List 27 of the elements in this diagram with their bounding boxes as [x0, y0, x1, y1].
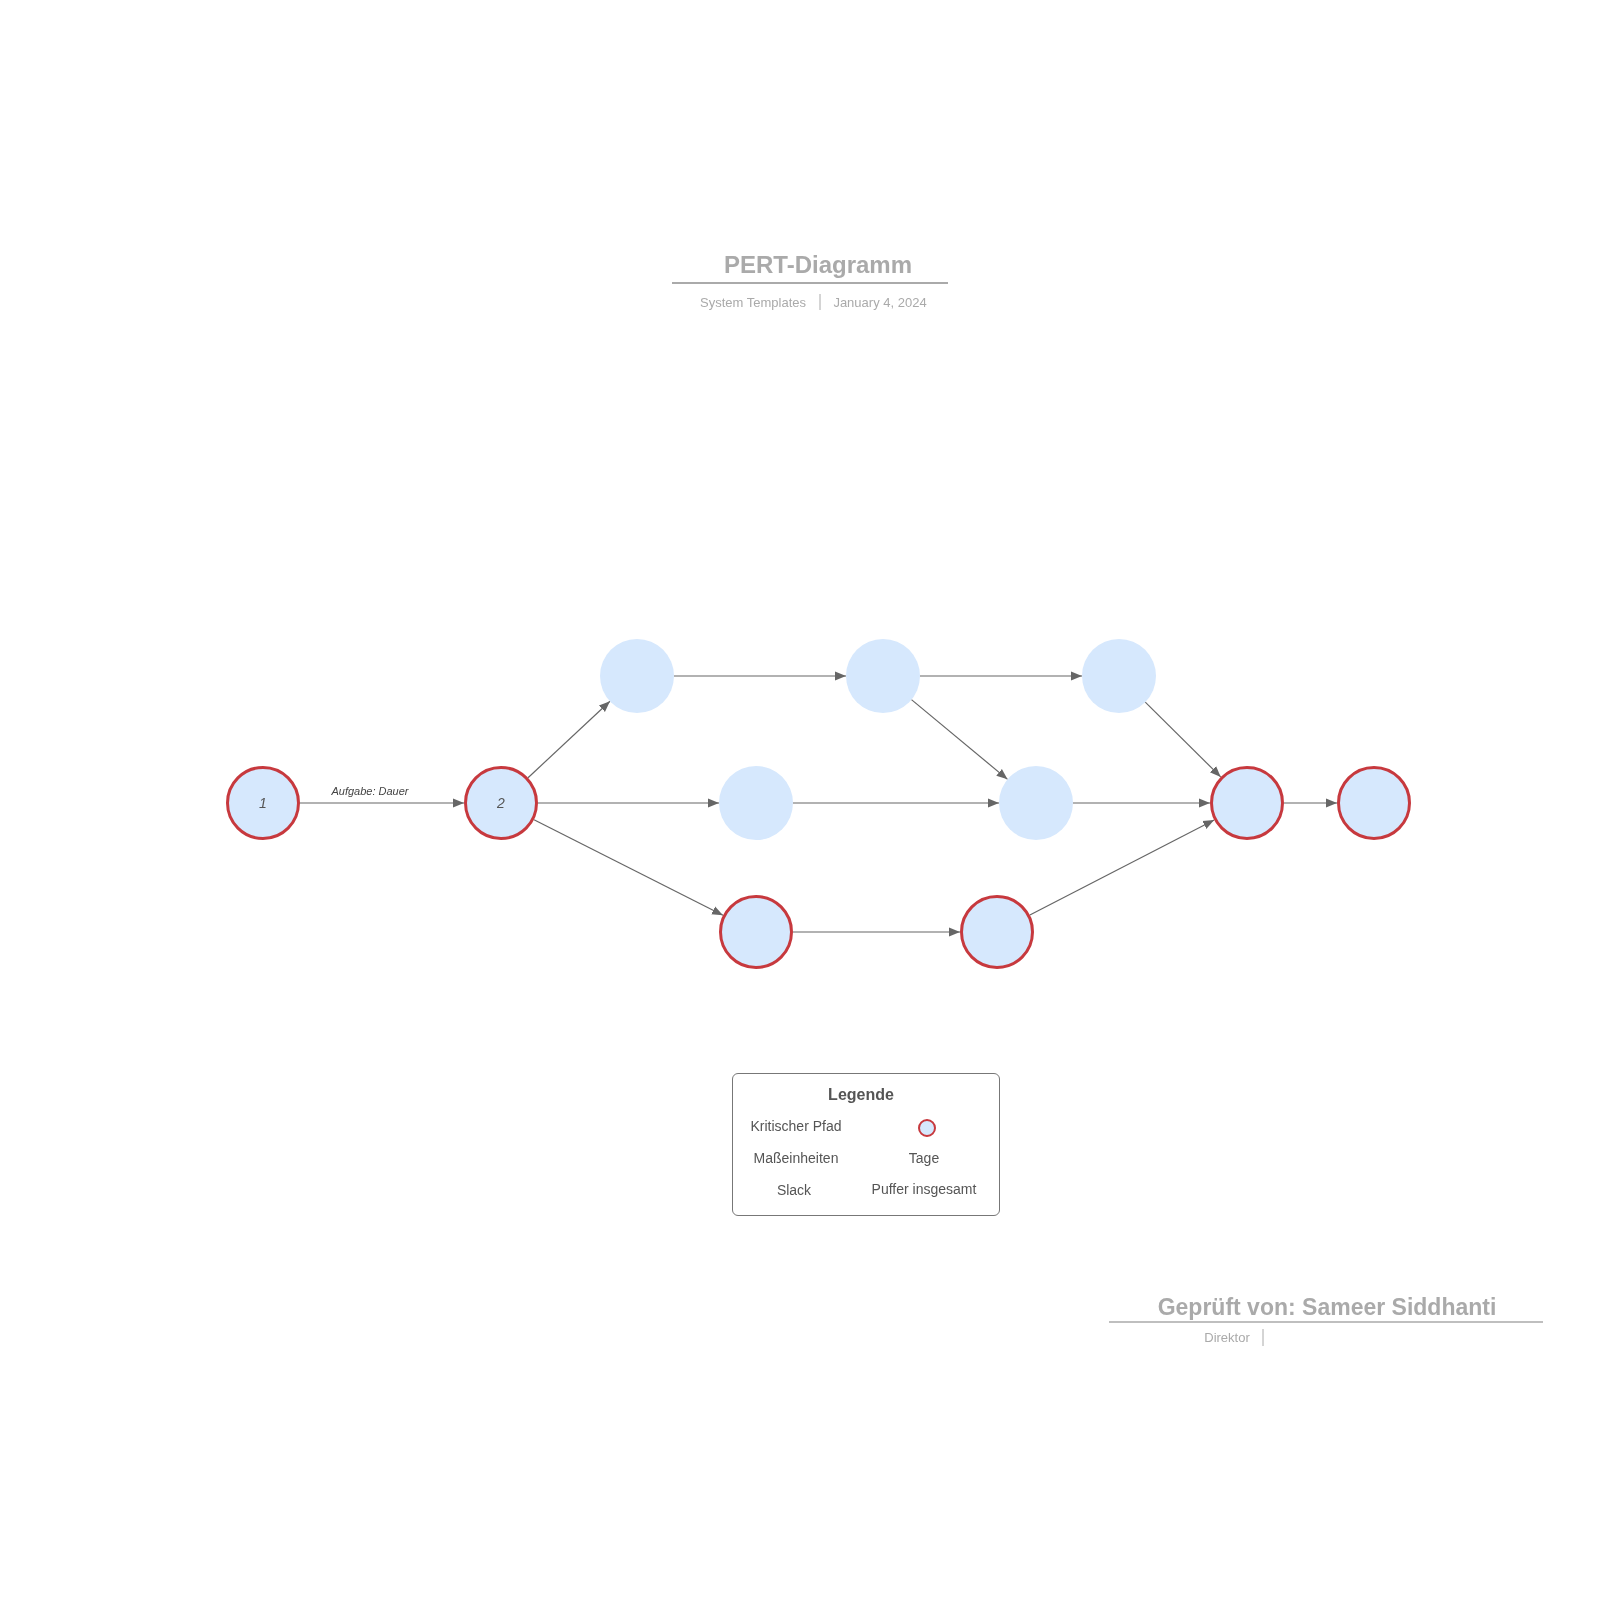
arrow — [1072, 798, 1211, 808]
legend-title: Legende — [828, 1086, 894, 1104]
arrow — [919, 671, 1083, 681]
table-text: Maßeinheiten — [753, 1150, 839, 1166]
table-text: Tage — [908, 1150, 940, 1166]
title: PERT-Diagramm — [723, 251, 913, 279]
arrow — [533, 819, 724, 916]
reviewer-name: Geprüft von: Sameer Siddhanti — [1157, 1293, 1497, 1321]
event-number: 2 — [497, 795, 505, 811]
table-text: Slack — [776, 1182, 812, 1198]
edge-label: Aufgabe: Dauer — [329, 785, 411, 797]
date-text: January 4, 2024 — [833, 294, 927, 310]
subtitle-text: System Templates — [700, 294, 806, 310]
arrow — [792, 927, 961, 937]
arrow — [299, 798, 465, 808]
arrow — [792, 798, 1000, 808]
arrow — [910, 699, 1009, 780]
role-text: Direktor — [1204, 1329, 1250, 1345]
arrow — [1283, 798, 1338, 808]
table-text: Puffer insgesamt — [871, 1181, 977, 1197]
arrow — [527, 700, 611, 779]
legend-label: Kritischer Pfad — [750, 1118, 842, 1134]
arrow — [1029, 819, 1215, 916]
arrow — [673, 671, 847, 681]
event-number: 1 — [259, 795, 267, 811]
arrow — [537, 798, 720, 808]
arrow — [1144, 701, 1222, 778]
